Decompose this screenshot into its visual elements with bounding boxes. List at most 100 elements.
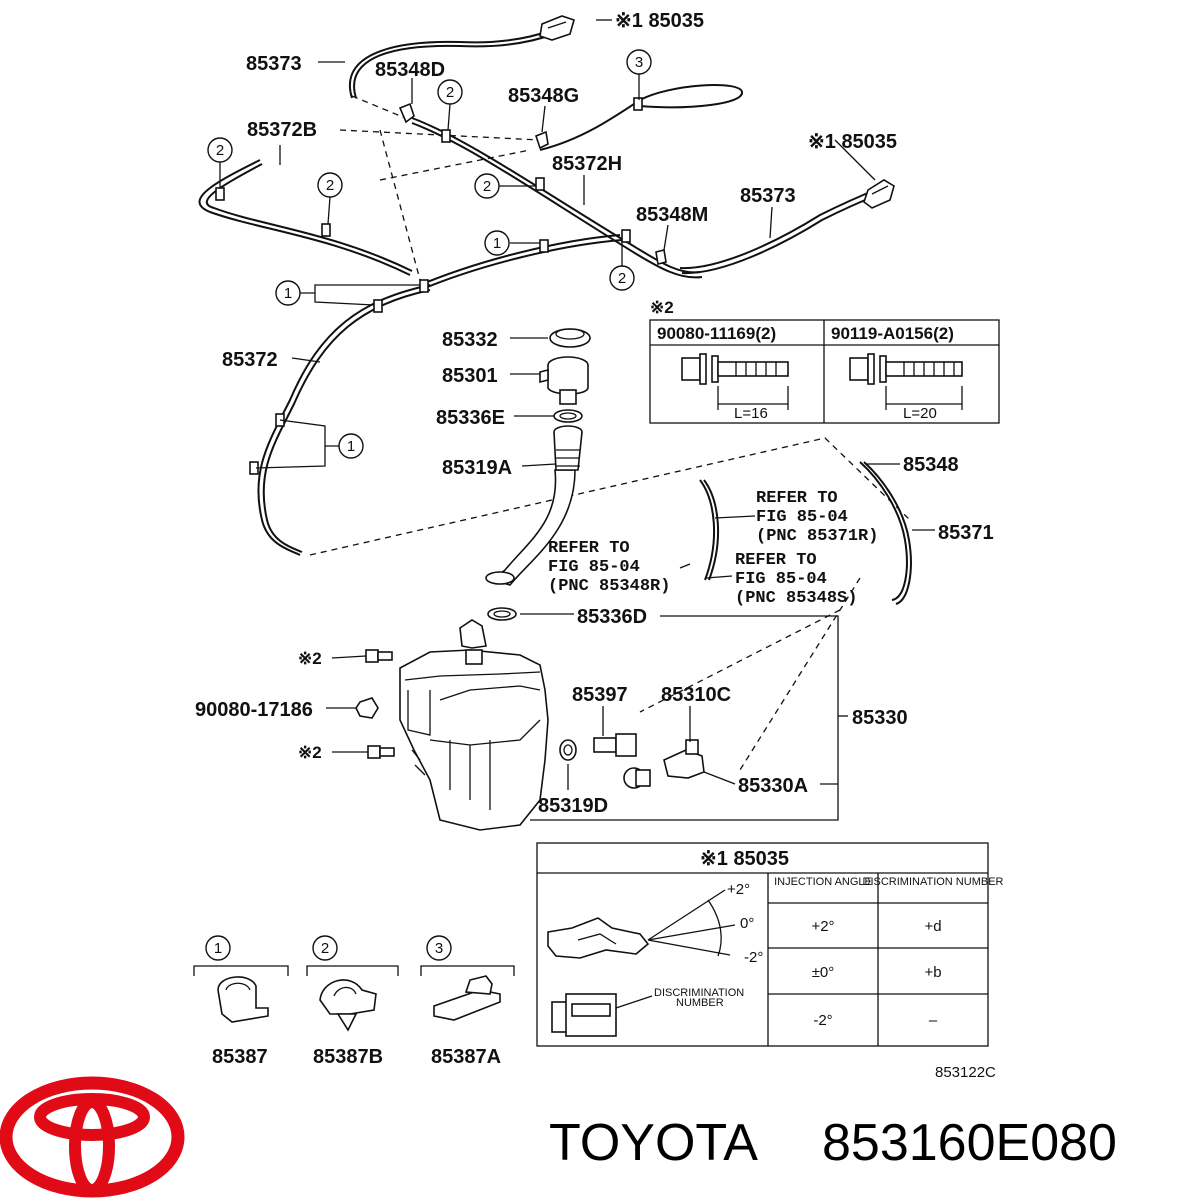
refer-3-line-2: FIG 85-04 <box>735 570 827 589</box>
label-85348: 85348 <box>903 454 959 476</box>
brand-part-number: 853160E080 <box>822 1114 1117 1172</box>
label-85330: 85330 <box>852 707 908 729</box>
clamp-2-number: 2 <box>321 940 329 957</box>
label-85035-right: ※1 85035 <box>808 131 897 153</box>
label-85371: 85371 <box>938 522 994 544</box>
label-85319a: 85319A <box>442 457 512 479</box>
callout-1-b: 1 <box>284 285 292 302</box>
label-85373-right: 85373 <box>740 185 796 207</box>
washer-nozzle-top <box>539 15 575 41</box>
callout-2-e: 2 <box>618 270 626 287</box>
label-85348g: 85348G <box>508 85 579 107</box>
nozzle-spray-drawing <box>547 889 736 959</box>
refer-notes: REFER TO FIG 85-04 (PNC 85371R) REFER TO… <box>548 489 878 608</box>
label-85372: 85372 <box>222 349 278 371</box>
level-sensor-85397 <box>593 733 637 757</box>
label-85330a: 85330A <box>738 775 808 797</box>
angle-minus-label: -2° <box>744 949 763 966</box>
nozzle-row3-angle: -2° <box>813 1012 832 1029</box>
nozzle-table-title: ※1 85035 <box>700 848 789 870</box>
refer-2-line-3: (PNC 85348R) <box>548 577 670 596</box>
bolt-90119-a0156 <box>849 353 963 410</box>
clamp-1-part-number: 85387 <box>212 1046 268 1068</box>
label-85373-top: 85373 <box>246 53 302 75</box>
bolt-90080-11169 <box>681 353 789 410</box>
callout-2-d: 2 <box>483 178 491 195</box>
callout-3-top: 3 <box>635 54 643 71</box>
refer-3-line-1: REFER TO <box>735 551 817 570</box>
nozzle-connector-drawing <box>551 993 653 1037</box>
o-ring-85336e <box>553 409 583 423</box>
toyota-logo <box>0 1076 185 1198</box>
clamp-3-number: 3 <box>435 940 443 957</box>
washer-pump-85310c <box>663 739 705 779</box>
bolt-col1-header: 90080-11169(2) <box>657 324 776 343</box>
label-85336d: 85336D <box>577 606 647 628</box>
bolt-col1-length: L=16 <box>734 405 768 422</box>
refer-1-line-1: REFER TO <box>756 489 838 508</box>
refer-3-line-3: (PNC 85348S) <box>735 589 857 608</box>
grommet-85330a <box>623 767 651 789</box>
joint-85348d <box>398 102 415 124</box>
o-ring-85336d <box>487 607 517 621</box>
clamp-85387a-drawing <box>433 975 501 1021</box>
refer-1-line-2: FIG 85-04 <box>756 508 848 527</box>
label-85372b: 85372B <box>247 119 317 141</box>
bolt-lower <box>367 745 395 759</box>
refer-2-line-1: REFER TO <box>548 539 630 558</box>
filler-neck-85301 <box>539 356 589 405</box>
clamp-1-number: 1 <box>214 940 222 957</box>
clamp-85387b-drawing <box>319 979 377 1032</box>
joint-85348g <box>535 130 549 150</box>
filler-pipe-85319a <box>485 425 583 585</box>
label-85301: 85301 <box>442 365 498 387</box>
label-figure-code: 853122C <box>935 1064 996 1081</box>
label-90080-17186: 90080-17186 <box>195 699 313 721</box>
nozzle-table: ※1 85035 INJECTION ANGLE DISCRIMINATION … <box>536 842 1004 1047</box>
part-labels: ※1 85035 85373 85348D 85348G 85372B 8537… <box>195 10 996 1081</box>
bolt-table: ※2 90080-11169(2) 90119-A0156(2) L=16 L=… <box>649 298 1000 424</box>
nozzle-row2-disc: +b <box>924 964 941 981</box>
nozzle-row2-angle: ±0° <box>812 964 835 981</box>
nozzle-row1-angle: +2° <box>811 918 834 935</box>
clamp-legend: 1 85387 2 85387B 3 85387A <box>193 935 515 1068</box>
label-85397: 85397 <box>572 684 628 706</box>
nozzle-header-angle: INJECTION ANGLE <box>774 876 872 888</box>
nozzle-header-disc: DISCRIMINATION NUMBER <box>863 876 1004 888</box>
joint-85348m <box>655 249 667 265</box>
hose-network <box>198 29 912 771</box>
clamp-3-part-number: 85387A <box>431 1046 501 1068</box>
label-note2-lower: ※2 <box>298 743 322 762</box>
refer-1-line-3: (PNC 85371R) <box>756 527 878 546</box>
bolt-col2-header: 90119-A0156(2) <box>831 324 954 343</box>
label-85332: 85332 <box>442 329 498 351</box>
label-85336e: 85336E <box>436 407 505 429</box>
disc-number-label-line-2: NUMBER <box>676 997 724 1009</box>
label-85035-top: ※1 85035 <box>615 10 704 32</box>
bolt-col2-length: L=20 <box>903 405 937 422</box>
callout-markers: 3 2 2 2 2 1 2 1 1 <box>207 49 652 469</box>
angle-zero-label: 0° <box>740 915 754 932</box>
label-85348m: 85348M <box>636 204 708 226</box>
label-85310c: 85310C <box>661 684 731 706</box>
refer-2-line-2: FIG 85-04 <box>548 558 640 577</box>
label-85348d: 85348D <box>375 59 445 81</box>
washer-tank-85330 <box>399 619 549 831</box>
bolt-table-note: ※2 <box>650 298 674 317</box>
nut-90080-17186 <box>355 697 379 719</box>
callout-2-a: 2 <box>446 84 454 101</box>
washer-nozzle-right <box>863 179 895 209</box>
label-85319d: 85319D <box>538 795 608 817</box>
callout-1-c: 1 <box>347 438 355 455</box>
clamp-2-part-number: 85387B <box>313 1046 383 1068</box>
angle-plus-label: +2° <box>727 881 750 898</box>
disc-number-label-line-1: DISCRIMINATION <box>654 987 744 999</box>
callout-1-a: 1 <box>493 235 501 252</box>
label-85372h: 85372H <box>552 153 622 175</box>
grommet-85319d <box>559 739 577 761</box>
leader-lines <box>279 19 935 790</box>
bolt-upper <box>365 649 393 663</box>
reservoir-cap-85332 <box>549 328 591 348</box>
nozzle-row1-disc: +d <box>924 918 941 935</box>
